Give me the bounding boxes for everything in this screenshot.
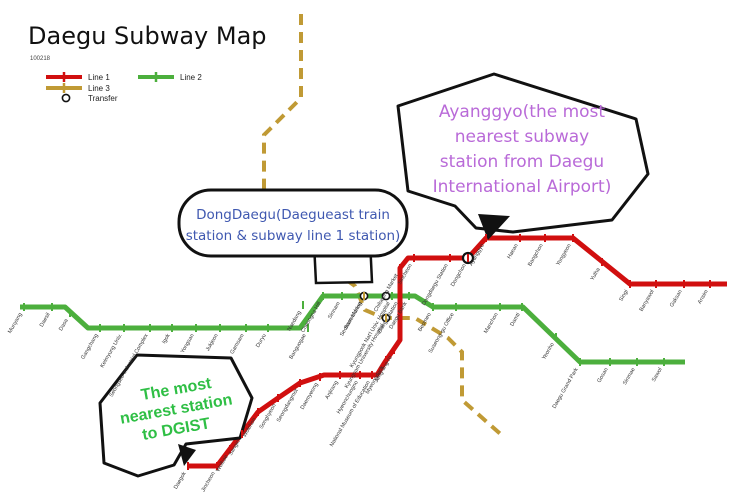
station-label-line1: Ansim	[697, 289, 710, 306]
station-label-line2: Munyang	[7, 312, 24, 335]
callout-ayanggyo: Ayanggyo(the most nearest subway station…	[396, 72, 650, 240]
station-label-line2: Damti	[509, 312, 521, 327]
station-label-line1: Yulha	[590, 266, 603, 282]
station-label-line1: Singi	[618, 289, 629, 303]
station-label-line2: Manchon	[483, 312, 500, 335]
callout-ayanggyo-line-4: International Airport)	[433, 177, 612, 197]
map-code: 100218	[30, 56, 51, 62]
callout-dongdaegu-line-1: DongDaegu(Daegueast train	[196, 207, 390, 223]
station-label-line2: Gosan	[596, 367, 609, 384]
station-label-line2: Dasa	[58, 317, 70, 332]
station-label-line2: Yongsan	[180, 333, 196, 354]
legend: Line 1 Line 2 Line 3 Transfer	[46, 72, 202, 103]
station-label-line2: Banguogae	[288, 333, 307, 360]
station-label-line2: Gangchang	[80, 333, 99, 361]
transfer-station-circle	[381, 291, 391, 301]
station-label-line1: Jincheon	[201, 471, 217, 493]
station-label-line3: Seomun Market	[339, 301, 364, 338]
legend-line3-label: Line 3	[88, 84, 110, 93]
callout-dongdaegu-line-2: station & subway line 1 station)	[186, 228, 401, 244]
legend-line2-label: Line 2	[180, 73, 202, 82]
station-label-line1: Daemyeong	[300, 382, 320, 411]
callout-dgist-bubble	[98, 353, 254, 478]
callout-ayanggyo-line-3: station from Daegu	[440, 152, 604, 172]
station-label-line1: Daegok	[173, 471, 188, 491]
station-label-line2: Jukjeon	[205, 333, 220, 352]
callout-dongdaegu-bubble	[177, 188, 409, 258]
callout-dgist: The most nearest station to DGIST	[98, 353, 254, 478]
line1-path	[188, 235, 727, 469]
station-label-line2: Suseong-gu Office	[428, 312, 456, 354]
station-label-line2: Igok	[161, 333, 172, 345]
station-label-line2: Sawol	[651, 367, 664, 383]
station-label-line1: Haean	[506, 243, 519, 260]
legend-transfer-label: Transfer	[88, 94, 118, 103]
legend-line1-label: Line 1	[88, 73, 110, 82]
station-label-line2: Daegu Grand Park	[552, 367, 580, 410]
station-label-line1: Banyawol	[639, 289, 656, 313]
station-label-line1: Dongchon	[450, 263, 468, 288]
map-title: Daegu Subway Map	[28, 22, 267, 50]
station-label-line1: Bangchon	[527, 243, 545, 267]
station-label-line2: Sinnam	[327, 301, 342, 321]
line2-path	[20, 293, 685, 365]
callout-ayanggyo-bubble	[396, 72, 650, 234]
callout-dongdaegu: DongDaegu(Daegueast train station & subw…	[177, 188, 409, 285]
station-label-line2: Gamsam	[229, 333, 246, 356]
callout-ayanggyo-line-1: Ayanggyo(the most	[439, 102, 606, 122]
station-label-line2: Yeonho	[541, 342, 555, 361]
callout-dgist-pointer	[178, 444, 196, 466]
legend-transfer-icon	[61, 93, 71, 103]
station-label-line1: Jung-ang-ro	[374, 355, 394, 384]
station-label-line2: Sinmae	[622, 367, 637, 386]
station-label-line1: Dongdaegu Station	[421, 263, 450, 307]
line3-path	[262, 14, 507, 440]
callout-ayanggyo-line-2: nearest subway	[455, 127, 589, 147]
station-label-line1: Anjirang	[324, 380, 339, 400]
station-label-line1: Yongyeon	[555, 243, 572, 267]
station-label-line2: Daesil	[39, 312, 52, 328]
callout-ayanggyo-pointer	[478, 214, 510, 240]
station-label-line2: Keimyung Univ.	[99, 333, 123, 369]
station-label-line1: Gaksan	[669, 289, 684, 308]
station-label-line2: Duryu	[255, 333, 268, 349]
